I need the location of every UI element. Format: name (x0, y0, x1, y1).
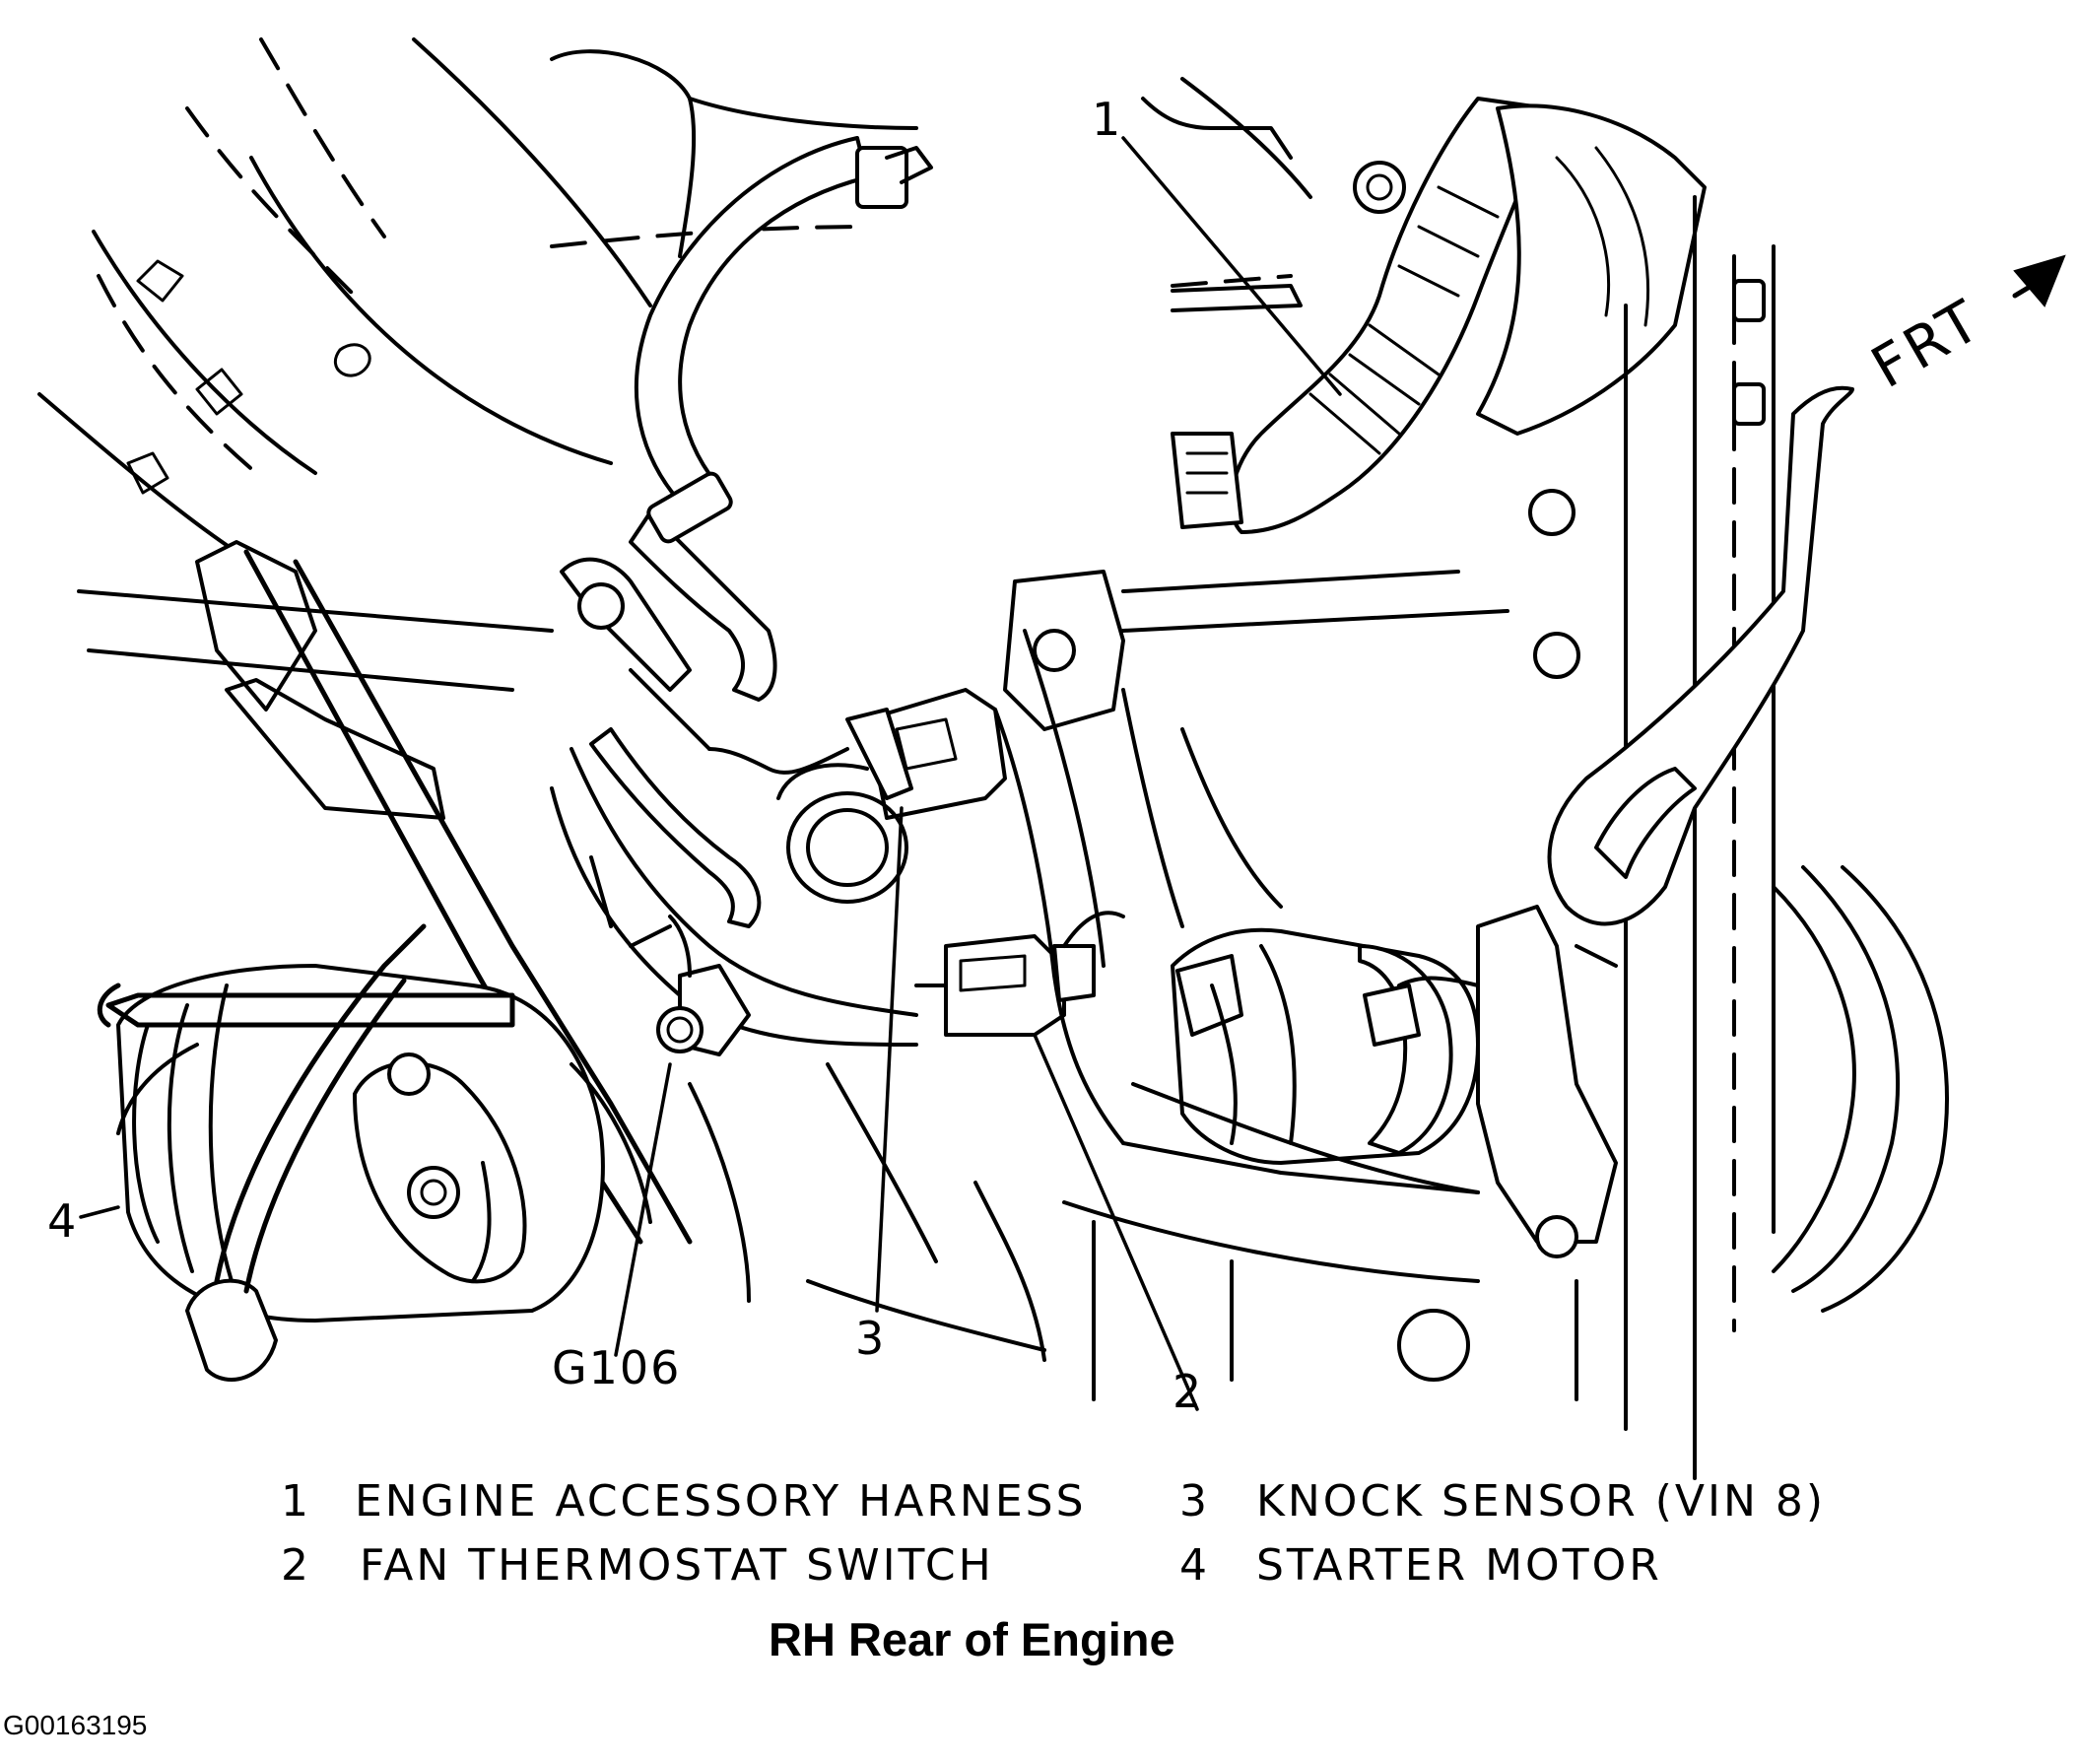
legend: 1 ENGINE ACCESSORY HARNESS 2 FAN THERMOS… (281, 1476, 1826, 1591)
legend-number: 3 (1179, 1476, 1210, 1527)
diagram-title: RH Rear of Engine (769, 1613, 1175, 1665)
direction-label: FRT (1860, 286, 1993, 401)
legend-item: 4 STARTER MOTOR (1179, 1540, 1662, 1591)
legend-item: 1 ENGINE ACCESSORY HARNESS (281, 1476, 1087, 1527)
callout-4: 4 (47, 1194, 78, 1248)
leader-3 (875, 806, 904, 1313)
leader-4 (79, 1205, 120, 1219)
legend-label: KNOCK SENSOR (VIN 8) (1256, 1476, 1826, 1527)
legend-number: 4 (1179, 1540, 1210, 1591)
legend-item: 2 FAN THERMOSTAT SWITCH (281, 1540, 994, 1591)
legend-label: FAN THERMOSTAT SWITCH (360, 1540, 994, 1591)
leader-g106 (614, 1062, 672, 1357)
leader-1 (1121, 136, 1342, 396)
figure-id: G00163195 (3, 1710, 147, 1740)
leader-2 (1033, 1033, 1199, 1411)
callout-g106: G106 (552, 1341, 681, 1394)
callout-3: 3 (855, 1312, 886, 1365)
engine-artwork (37, 37, 2066, 1480)
legend-item: 3 KNOCK SENSOR (VIN 8) (1179, 1476, 1826, 1527)
callout-2: 2 (1173, 1365, 1203, 1418)
legend-label: STARTER MOTOR (1256, 1540, 1662, 1591)
legend-number: 2 (281, 1540, 311, 1591)
callout-1: 1 (1092, 93, 1122, 146)
legend-number: 1 (281, 1476, 311, 1527)
legend-label: ENGINE ACCESSORY HARNESS (355, 1476, 1087, 1527)
leader-lines (79, 136, 1342, 1411)
